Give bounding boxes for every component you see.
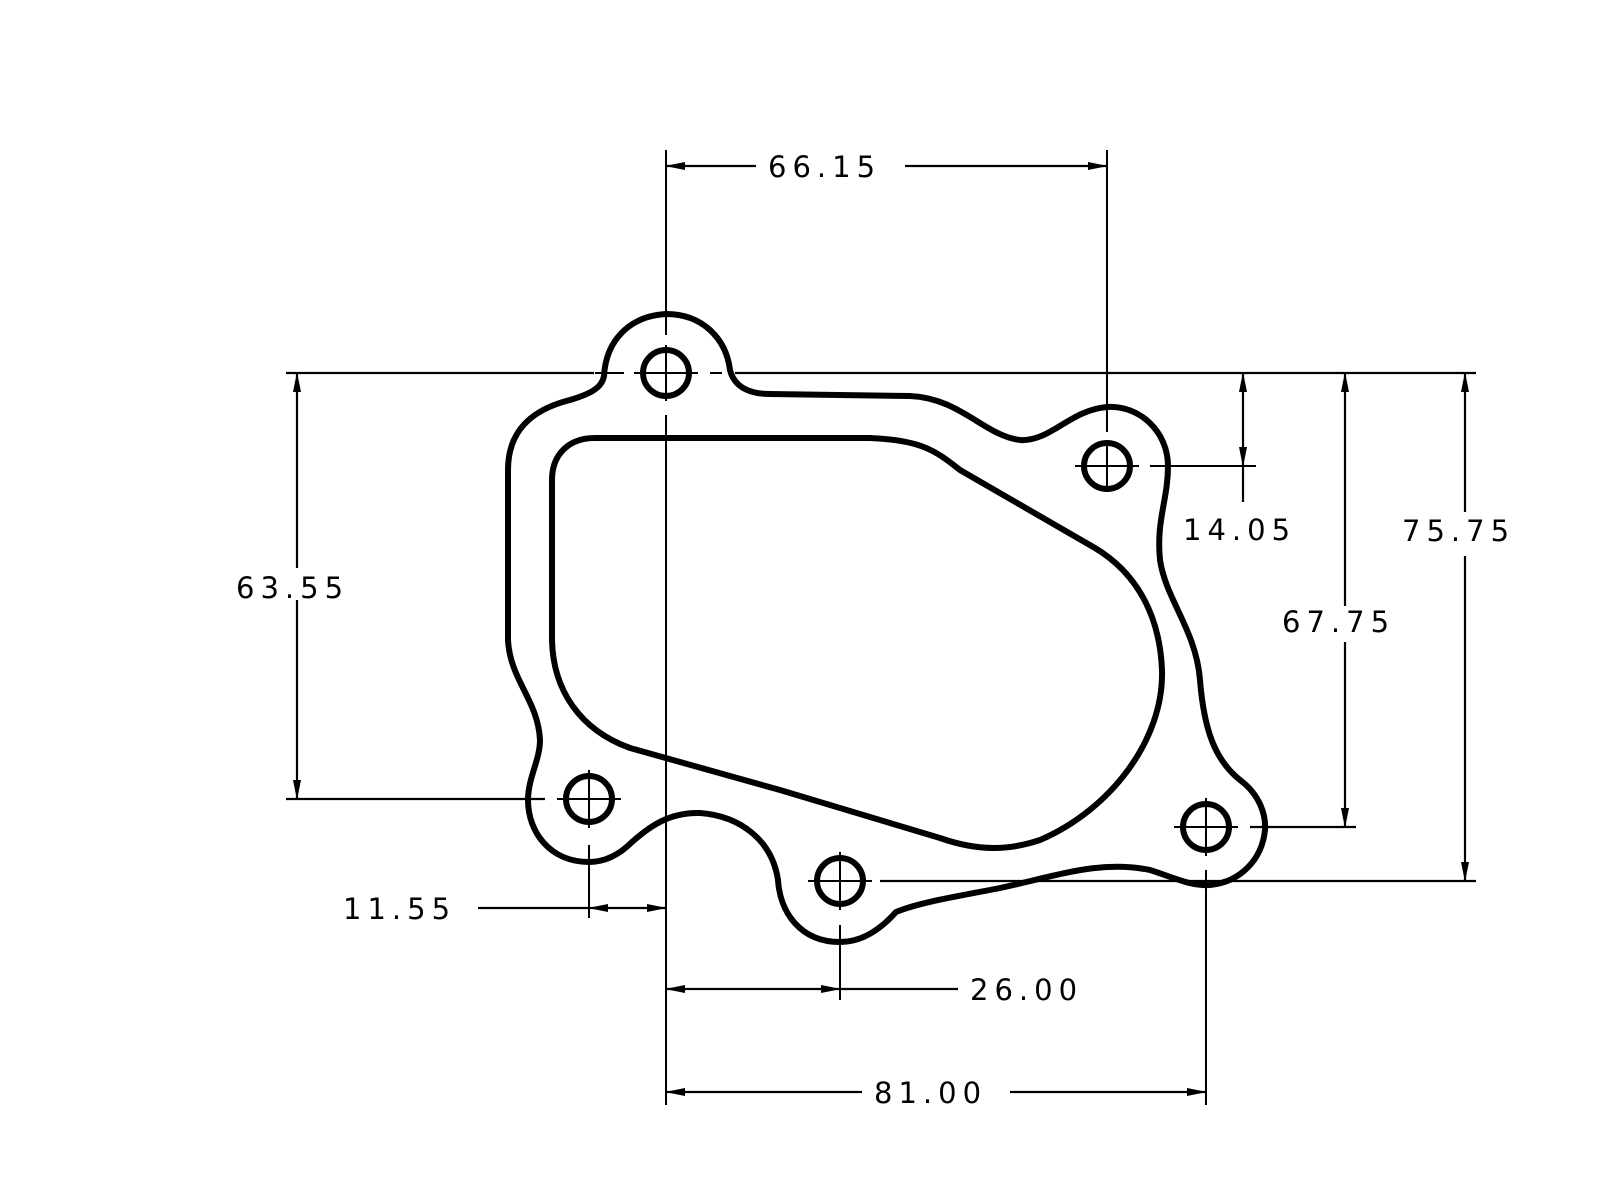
dimension-label-right-mid: 67.75	[1282, 605, 1395, 639]
dimension-14-05: 14.05	[1183, 372, 1296, 547]
dimension-label-left-height: 63.55	[236, 571, 349, 605]
dimension-label-top-width: 66.15	[768, 150, 881, 184]
dimension-label-right-total: 75.75	[1402, 514, 1515, 548]
gasket-outer-outline	[505, 311, 1269, 945]
gasket-inner-opening	[549, 435, 1166, 851]
dimension-81-00: 81.00	[665, 1076, 1207, 1110]
dimension-11-55: 11.55	[343, 892, 667, 926]
dimension-label-right-small: 14.05	[1183, 513, 1296, 547]
dimension-label-bottom-total: 81.00	[874, 1076, 987, 1110]
dimension-label-bottom-mid: 26.00	[970, 973, 1083, 1007]
dimension-66-15: 66.15	[665, 150, 1108, 184]
centerlines	[557, 150, 1256, 1105]
dimension-26-00: 26.00	[665, 973, 1083, 1007]
dimension-75-75: 75.75	[1402, 372, 1515, 882]
extension-lines	[286, 371, 1476, 883]
dimension-67-75: 67.75	[1282, 372, 1395, 828]
dimension-label-left-offset: 11.55	[343, 892, 456, 926]
dimension-63-55: 63.55	[236, 372, 349, 800]
